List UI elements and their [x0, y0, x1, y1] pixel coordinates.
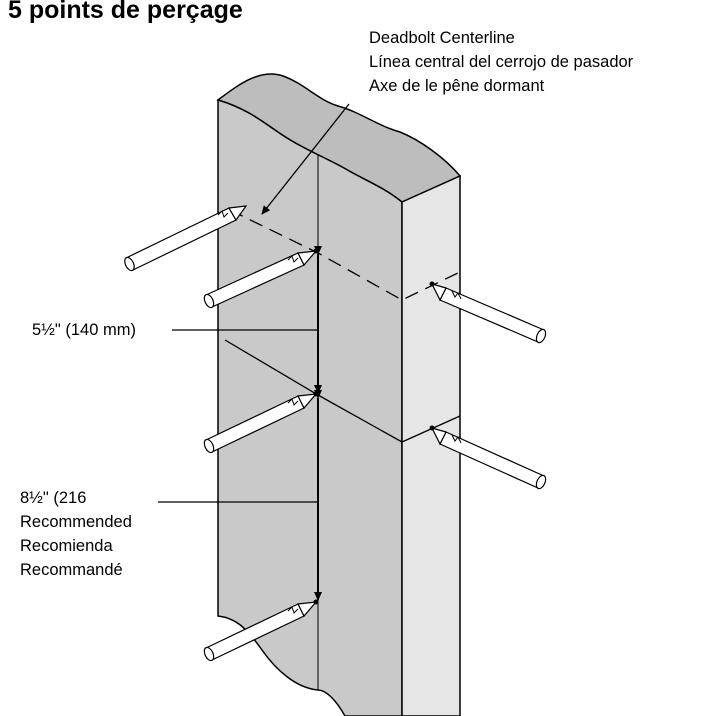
dimension-label-lower: 8½" (216 Recommended Recomienda Recomman… [20, 486, 132, 582]
drill-point-4 [429, 281, 435, 287]
deadbolt-label-fr: Axe de le pêne dormant [369, 77, 545, 95]
page-title: 5 points de perçage [8, 0, 243, 24]
drill-point-5 [429, 425, 435, 431]
dimension-label-upper: 5½" (140 mm) [32, 321, 136, 339]
deadbolt-label-es: Línea central del cerrojo de pasador [369, 53, 634, 71]
drill-point-1 [313, 248, 319, 254]
dimension-lower-en: Recommended [20, 513, 132, 531]
pencil-edge-upper [430, 283, 547, 344]
pencil-edge-lower [430, 427, 547, 490]
dimension-lower-es: Recomienda [20, 537, 113, 555]
dimension-lower-value: 8½" (216 [20, 489, 87, 507]
pencil-upper-left [124, 205, 248, 272]
pencil-front-2 [203, 393, 318, 454]
deadbolt-label-en: Deadbolt Centerline [369, 29, 515, 47]
door-front-face [217, 98, 403, 716]
pencil-front-3 [203, 601, 318, 662]
dimension-lower-fr: Recommandé [20, 561, 123, 579]
deadbolt-leader-line [261, 103, 350, 215]
deadbolt-centerline-label: Deadbolt Centerline Línea central del ce… [369, 26, 633, 98]
pencil-front-1 [203, 250, 318, 309]
drill-point-3 [313, 599, 319, 605]
door-edge-face [401, 174, 461, 716]
drill-point-2 [313, 391, 319, 397]
